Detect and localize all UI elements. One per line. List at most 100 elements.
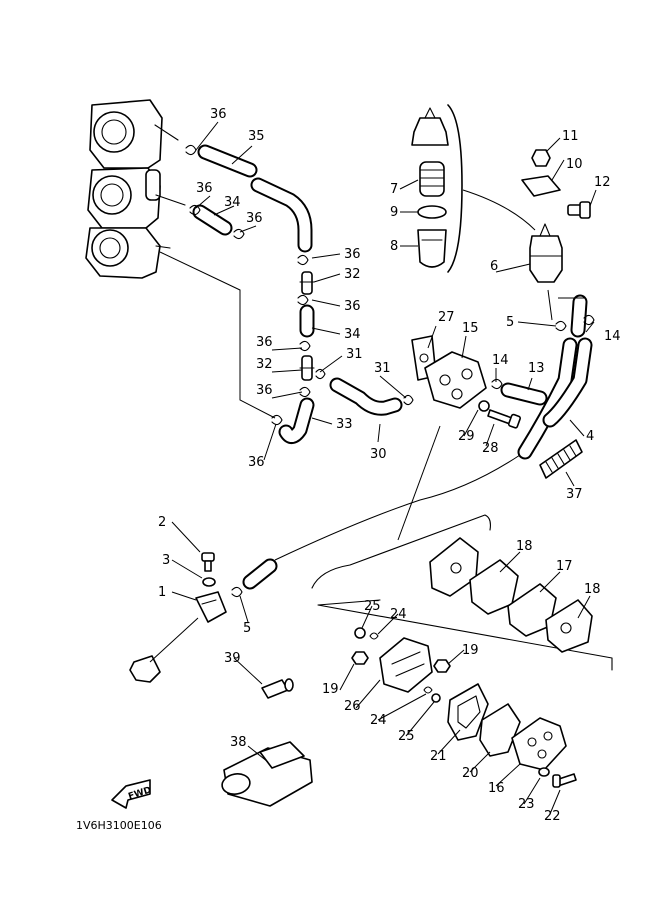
- bracket-10: [521, 175, 561, 197]
- callout-34-lower: 34: [344, 327, 361, 342]
- callout-30: 30: [370, 447, 387, 462]
- callout-18-upper: 18: [516, 539, 533, 554]
- fwd-arrow-icon: [111, 779, 151, 809]
- callout-5-right: 5: [506, 315, 514, 330]
- callout-36-e: 36: [344, 299, 361, 314]
- callout-3: 3: [162, 553, 170, 568]
- gasket-21: [447, 683, 489, 741]
- callout-36-a: 36: [210, 107, 227, 122]
- diagram-reference-code: 1V6H3100E106: [76, 819, 162, 832]
- bolt-12: [567, 201, 591, 219]
- callout-23: 23: [518, 797, 535, 812]
- callout-18-right: 18: [584, 582, 601, 597]
- clips-36: [185, 144, 414, 426]
- callout-24-lower: 24: [370, 713, 387, 728]
- washer-23: [538, 767, 550, 777]
- pump-body-26: [379, 637, 433, 693]
- callout-36-f: 36: [256, 335, 273, 350]
- callout-5-left: 5: [243, 621, 251, 636]
- callout-1: 1: [158, 585, 166, 600]
- callout-34-upper: 34: [224, 195, 241, 210]
- filter-exploded-set: [411, 104, 536, 273]
- diaphragm-20: [479, 703, 521, 757]
- bolt-28: [487, 409, 521, 429]
- fitting-39: [261, 678, 294, 699]
- joint-32-lower: [299, 355, 315, 381]
- callout-36-c: 36: [246, 211, 263, 226]
- callout-26: 26: [344, 699, 361, 714]
- leader-lines: [171, 121, 597, 815]
- spring-guard-37: [539, 439, 583, 479]
- callout-16: 16: [488, 781, 505, 796]
- callout-35: 35: [248, 129, 265, 144]
- callout-2: 2: [158, 515, 166, 530]
- callout-32-upper: 32: [344, 267, 361, 282]
- callout-7: 7: [390, 182, 398, 197]
- routing-line-fuel: [274, 454, 521, 561]
- callout-36-b: 36: [196, 181, 213, 196]
- callout-38: 38: [230, 735, 247, 750]
- callout-8: 8: [390, 239, 398, 254]
- nut-11: [531, 149, 551, 167]
- callout-14-right: 14: [604, 329, 621, 344]
- callout-11: 11: [562, 129, 579, 144]
- callout-25-lower: 25: [398, 729, 415, 744]
- callout-6: 6: [490, 259, 498, 274]
- callout-13: 13: [528, 361, 545, 376]
- nut-19-right: [433, 659, 451, 673]
- callout-36-d: 36: [344, 247, 361, 262]
- callout-32-lower: 32: [256, 357, 273, 372]
- callout-22: 22: [544, 809, 561, 824]
- callout-17: 17: [556, 559, 573, 574]
- callout-29: 29: [458, 429, 475, 444]
- screw-22: [552, 773, 577, 788]
- callout-10: 10: [566, 157, 583, 172]
- callout-36-g: 36: [256, 383, 273, 398]
- callout-19-left: 19: [322, 682, 339, 697]
- callout-36-h: 36: [248, 455, 265, 470]
- hose-33: [278, 397, 315, 444]
- screw-25-lower: [431, 693, 441, 703]
- hose-4: [517, 294, 593, 460]
- callout-12: 12: [594, 175, 611, 190]
- callout-4: 4: [586, 429, 594, 444]
- clips-5-14: [491, 289, 595, 390]
- callout-15: 15: [462, 321, 479, 336]
- check-valve-24-upper: [369, 632, 379, 640]
- fuel-filter-6: [529, 223, 563, 283]
- callout-20: 20: [462, 766, 479, 781]
- routing-line-left: [159, 251, 276, 419]
- callout-9: 9: [390, 205, 398, 220]
- callout-39: 39: [224, 651, 241, 666]
- callout-labels: 1 2 3 4 5 5 6 7 8 9 10 11 12 13 14 14 15…: [158, 107, 621, 824]
- screw-25-upper: [354, 627, 366, 639]
- hose-left: [242, 558, 278, 590]
- callout-19-right: 19: [462, 643, 479, 658]
- washer-3: [202, 577, 216, 587]
- hose-30: [329, 377, 403, 416]
- pump-cover-16: [511, 717, 567, 771]
- routing-line-pump: [397, 425, 441, 541]
- hose-13: [500, 382, 548, 406]
- diaphragm-set-upper: [429, 537, 593, 653]
- joint-32-upper: [299, 271, 315, 295]
- clip-5-left: [231, 586, 243, 598]
- callout-14-mid: 14: [492, 353, 509, 368]
- hose-35: [197, 144, 313, 253]
- check-valve-24-lower: [423, 686, 433, 694]
- nut-19-left: [351, 651, 369, 665]
- callout-31-mid: 31: [374, 361, 391, 376]
- callout-27: 27: [438, 310, 455, 325]
- callout-37: 37: [566, 487, 583, 502]
- connector: [129, 617, 199, 683]
- callout-21: 21: [430, 749, 447, 764]
- callout-31-right: 31: [346, 347, 363, 362]
- carburetor-assembly: [85, 99, 186, 279]
- callout-28: 28: [482, 441, 499, 456]
- joint-1: [195, 591, 227, 623]
- pump-detail-boundary: [311, 514, 491, 589]
- washer-29: [478, 400, 490, 412]
- screw-2: [201, 552, 215, 572]
- fuel-pump-15: [424, 351, 487, 409]
